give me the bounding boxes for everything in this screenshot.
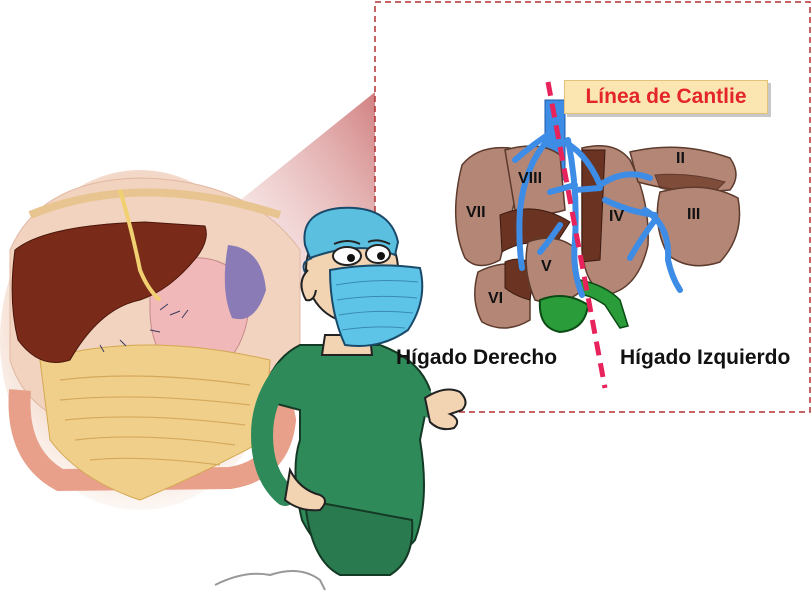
right-liver-label: Hígado Derecho [396, 346, 558, 369]
left-eye [332, 246, 362, 266]
surgical-mask [328, 264, 424, 347]
segment-label-vii: VII [466, 204, 486, 221]
left-hepatic-vein [597, 171, 653, 188]
omentum [39, 344, 271, 501]
liver-overview [11, 221, 207, 363]
segment-label-iii: III [687, 206, 701, 223]
gallbladder [538, 295, 590, 334]
segment-label-ii: II [676, 150, 685, 167]
left-liver-label: Hígado Izquierdo [620, 346, 791, 369]
falciform-ligament [118, 189, 162, 302]
segment-iii [656, 186, 741, 267]
surgeon-character [214, 206, 467, 591]
right-hepatic-vein [516, 137, 551, 271]
surgeon-hand [423, 388, 467, 431]
spleen [224, 245, 266, 320]
segment-label-vi: VI [488, 290, 504, 307]
segment-label-viii: VIII [518, 170, 543, 187]
segment-label-iv: IV [609, 208, 625, 225]
cantlie-line [545, 81, 608, 389]
segment-label-v: V [541, 258, 552, 275]
abdomen-illustration [0, 170, 301, 510]
liver-segment-diagram [455, 81, 741, 389]
cantlie-line-label: Línea de Cantlie [564, 80, 768, 114]
